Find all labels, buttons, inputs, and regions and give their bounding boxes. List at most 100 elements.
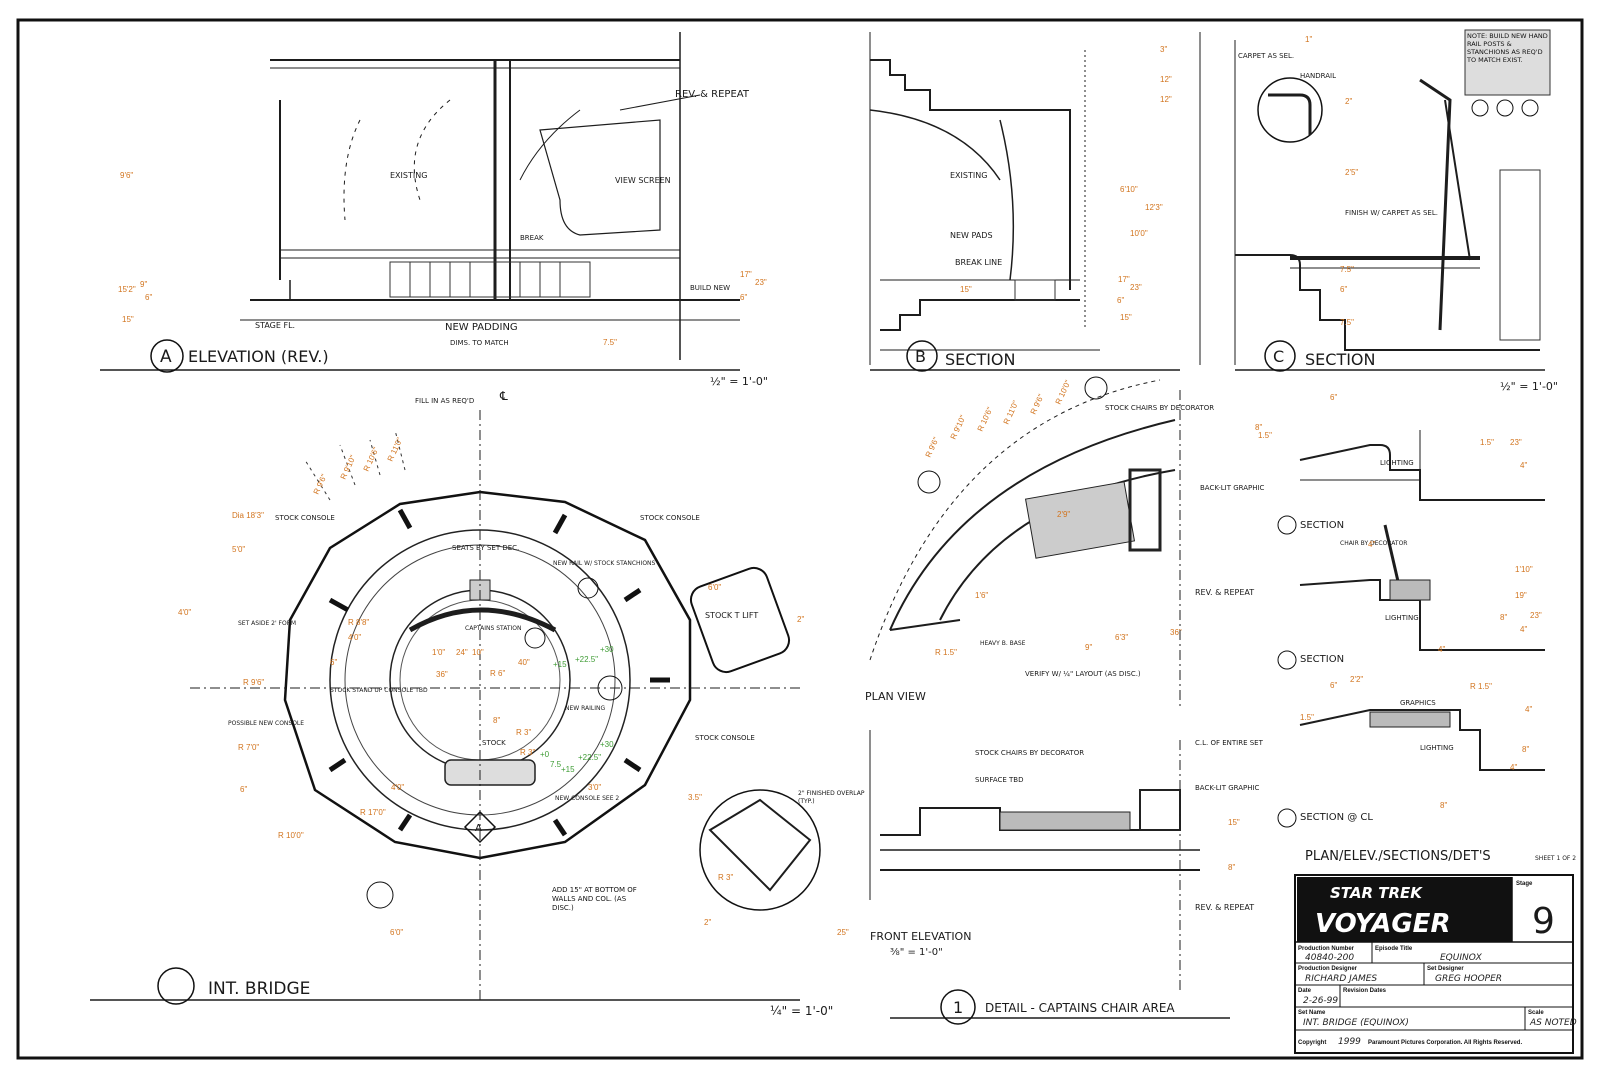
elevation-a: A ELEVATION (REV.) ½" = 1'-0" REV. & REP… [100,32,768,403]
dimension-label: 4'0" [178,608,191,617]
section-b: B SECTION EXISTING NEW PADS BREAK LINE [869,32,1201,372]
dimension-label: 4" [1438,645,1445,654]
radius-label: R 10'0" [1054,379,1073,406]
note-heavy-base: HEAVY B. BASE [980,640,1026,647]
note-handrail: HANDRAIL [1300,72,1336,80]
note-ctr-set: C.L. OF ENTIRE SET [1195,739,1264,747]
dimension-label: R 7'0" [238,743,259,752]
scale-label: Scale [1528,1010,1544,1016]
stage-value: 9 [1532,901,1555,942]
dimension-label: 4'0" [391,783,404,792]
dimension-label: 15" [960,285,972,294]
dimension-label: R 3" [718,873,733,882]
dimension-label: 19" [1515,591,1527,600]
elevation-label: +30 [600,645,614,654]
radius-label: R 10'6" [976,406,995,433]
dimension-label: 4" [1520,625,1527,634]
copyright-year: 1999 [1338,1037,1361,1047]
dimension-label: 15" [1228,818,1240,827]
section-cl-title: SECTION @ CL [1300,812,1373,823]
svg-text:A: A [475,823,482,834]
elevation-label: +0 [540,750,550,759]
dimension-label: 8" [1228,863,1235,872]
note-stock: STOCK [482,739,506,747]
dimension-label: 6" [240,785,247,794]
note-new-pads: NEW PADS [950,231,993,240]
dimension-label: 7.5" [603,338,617,347]
dimension-label: R 1.5" [1470,682,1492,691]
radius-label: R 10'6" [362,446,381,473]
marker-b: B [915,347,926,366]
note-rev-repeat-a: REV. & REPEAT [675,89,750,100]
note-add-15: ADD 15" AT BOTTOM OF WALLS AND COL. (AS … [552,886,637,912]
elevation-label: 7.5 [550,760,562,769]
elevation-labels: +30+22.5"+15+30+22.5"+15+07.5 [540,645,614,774]
dimension-label: 1" [1305,35,1312,44]
note-box [1464,29,1551,96]
prod-number-label: Production Number [1298,946,1355,952]
note-set-aside: SET ASIDE 2' FORM [238,620,296,627]
note-c-text: NOTE: BUILD NEW HAND RAIL POSTS & STANCH… [1467,32,1548,64]
episode-label: Episode Title [1375,946,1413,952]
note-fill-in: FILL IN AS REQ'D [415,397,474,405]
note-chair-dec: CHAIR BY DECORATOR [1340,540,1407,547]
dimension-label: R 10'0" [278,831,304,840]
marker-detail: 1 [953,998,963,1017]
dimension-label: 15" [122,315,134,324]
dimension-label: 8" [1440,801,1447,810]
dimension-label: 6" [740,293,747,302]
dimension-label: 8" [493,716,500,725]
elevation-a-scale: ½" = 1'-0" [710,375,768,388]
dimension-label: 12" [1160,95,1172,104]
note-surface-tbd: SURFACE TBD [975,776,1023,784]
section-b-title: SECTION [945,350,1016,369]
dimension-label: 2" [797,615,804,624]
dimension-label: R 8'8" [348,618,369,627]
radius-label: R 9'10" [339,454,358,481]
dimension-label: 4'0" [348,633,361,642]
dimension-label: 6" [1117,296,1124,305]
dimension-label: 25" [837,928,849,937]
designer-label: Production Designer [1298,966,1358,972]
elevation-label: +30 [600,740,614,749]
stage-label: Stage [1516,881,1533,887]
radius-label: R 11'0" [386,436,405,463]
dimension-label: 36" [1170,628,1182,637]
dimension-label: 6'10" [1120,185,1138,194]
note-stock-console-1: STOCK CONSOLE [275,514,335,522]
copyright-text: Paramount Pictures Corporation. All Righ… [1368,1040,1522,1046]
note-new-rail: NEW RAIL W/ STOCK STANCHIONS [553,560,656,567]
note-break: BREAK [520,234,544,242]
sheet-number: SHEET 1 OF 2 [1535,855,1576,862]
int-bridge-title: INT. BRIDGE [208,979,310,999]
radius-label: R 11'0" [1002,399,1021,426]
prod-number-value: 40840-200 [1305,953,1354,963]
sheet-title: PLAN/ELEV./SECTIONS/DET'S [1305,849,1491,864]
dimension-label: R 3" [520,748,535,757]
dimension-label: 8" [1522,745,1529,754]
note-lighting-2: LIGHTING [1385,614,1419,622]
dimension-label: 23" [1510,438,1522,447]
note-finished-overlap: 2" FINISHED OVERLAP (TYP.) [798,790,865,805]
section-c-scale: ½" = 1'-0" [1500,380,1558,393]
series-logo [1297,877,1512,942]
title-block: PLAN/ELEV./SECTIONS/DET'S SHEET 1 OF 2 S… [1294,849,1577,1054]
revision-label: Revision Dates [1343,988,1387,994]
date-label: Date [1298,988,1312,994]
dimension-label: 12" [1160,75,1172,84]
dimension-label: 4" [1525,705,1532,714]
dimension-label: 8" [1255,423,1262,432]
dimension-label: 15'2" [118,285,136,294]
dimension-label: 2" [1345,97,1352,106]
dimension-label: Dia 18'3" [232,511,264,520]
detail-title: DETAIL - CAPTAINS CHAIR AREA [985,1001,1175,1015]
dimension-label: 9'6" [120,171,133,180]
scale-value: AS NOTED [1529,1018,1577,1028]
note-stock-chairs-2: STOCK CHAIRS BY DECORATOR [975,749,1084,757]
dimension-label: 9" [1085,643,1092,652]
dimension-label: 8" [1500,613,1507,622]
dimension-label: 12'3" [1145,203,1163,212]
dimension-label: 9" [140,280,147,289]
note-stage-fl: STAGE FL. [255,321,295,330]
svg-text:℄: ℄ [499,389,508,403]
